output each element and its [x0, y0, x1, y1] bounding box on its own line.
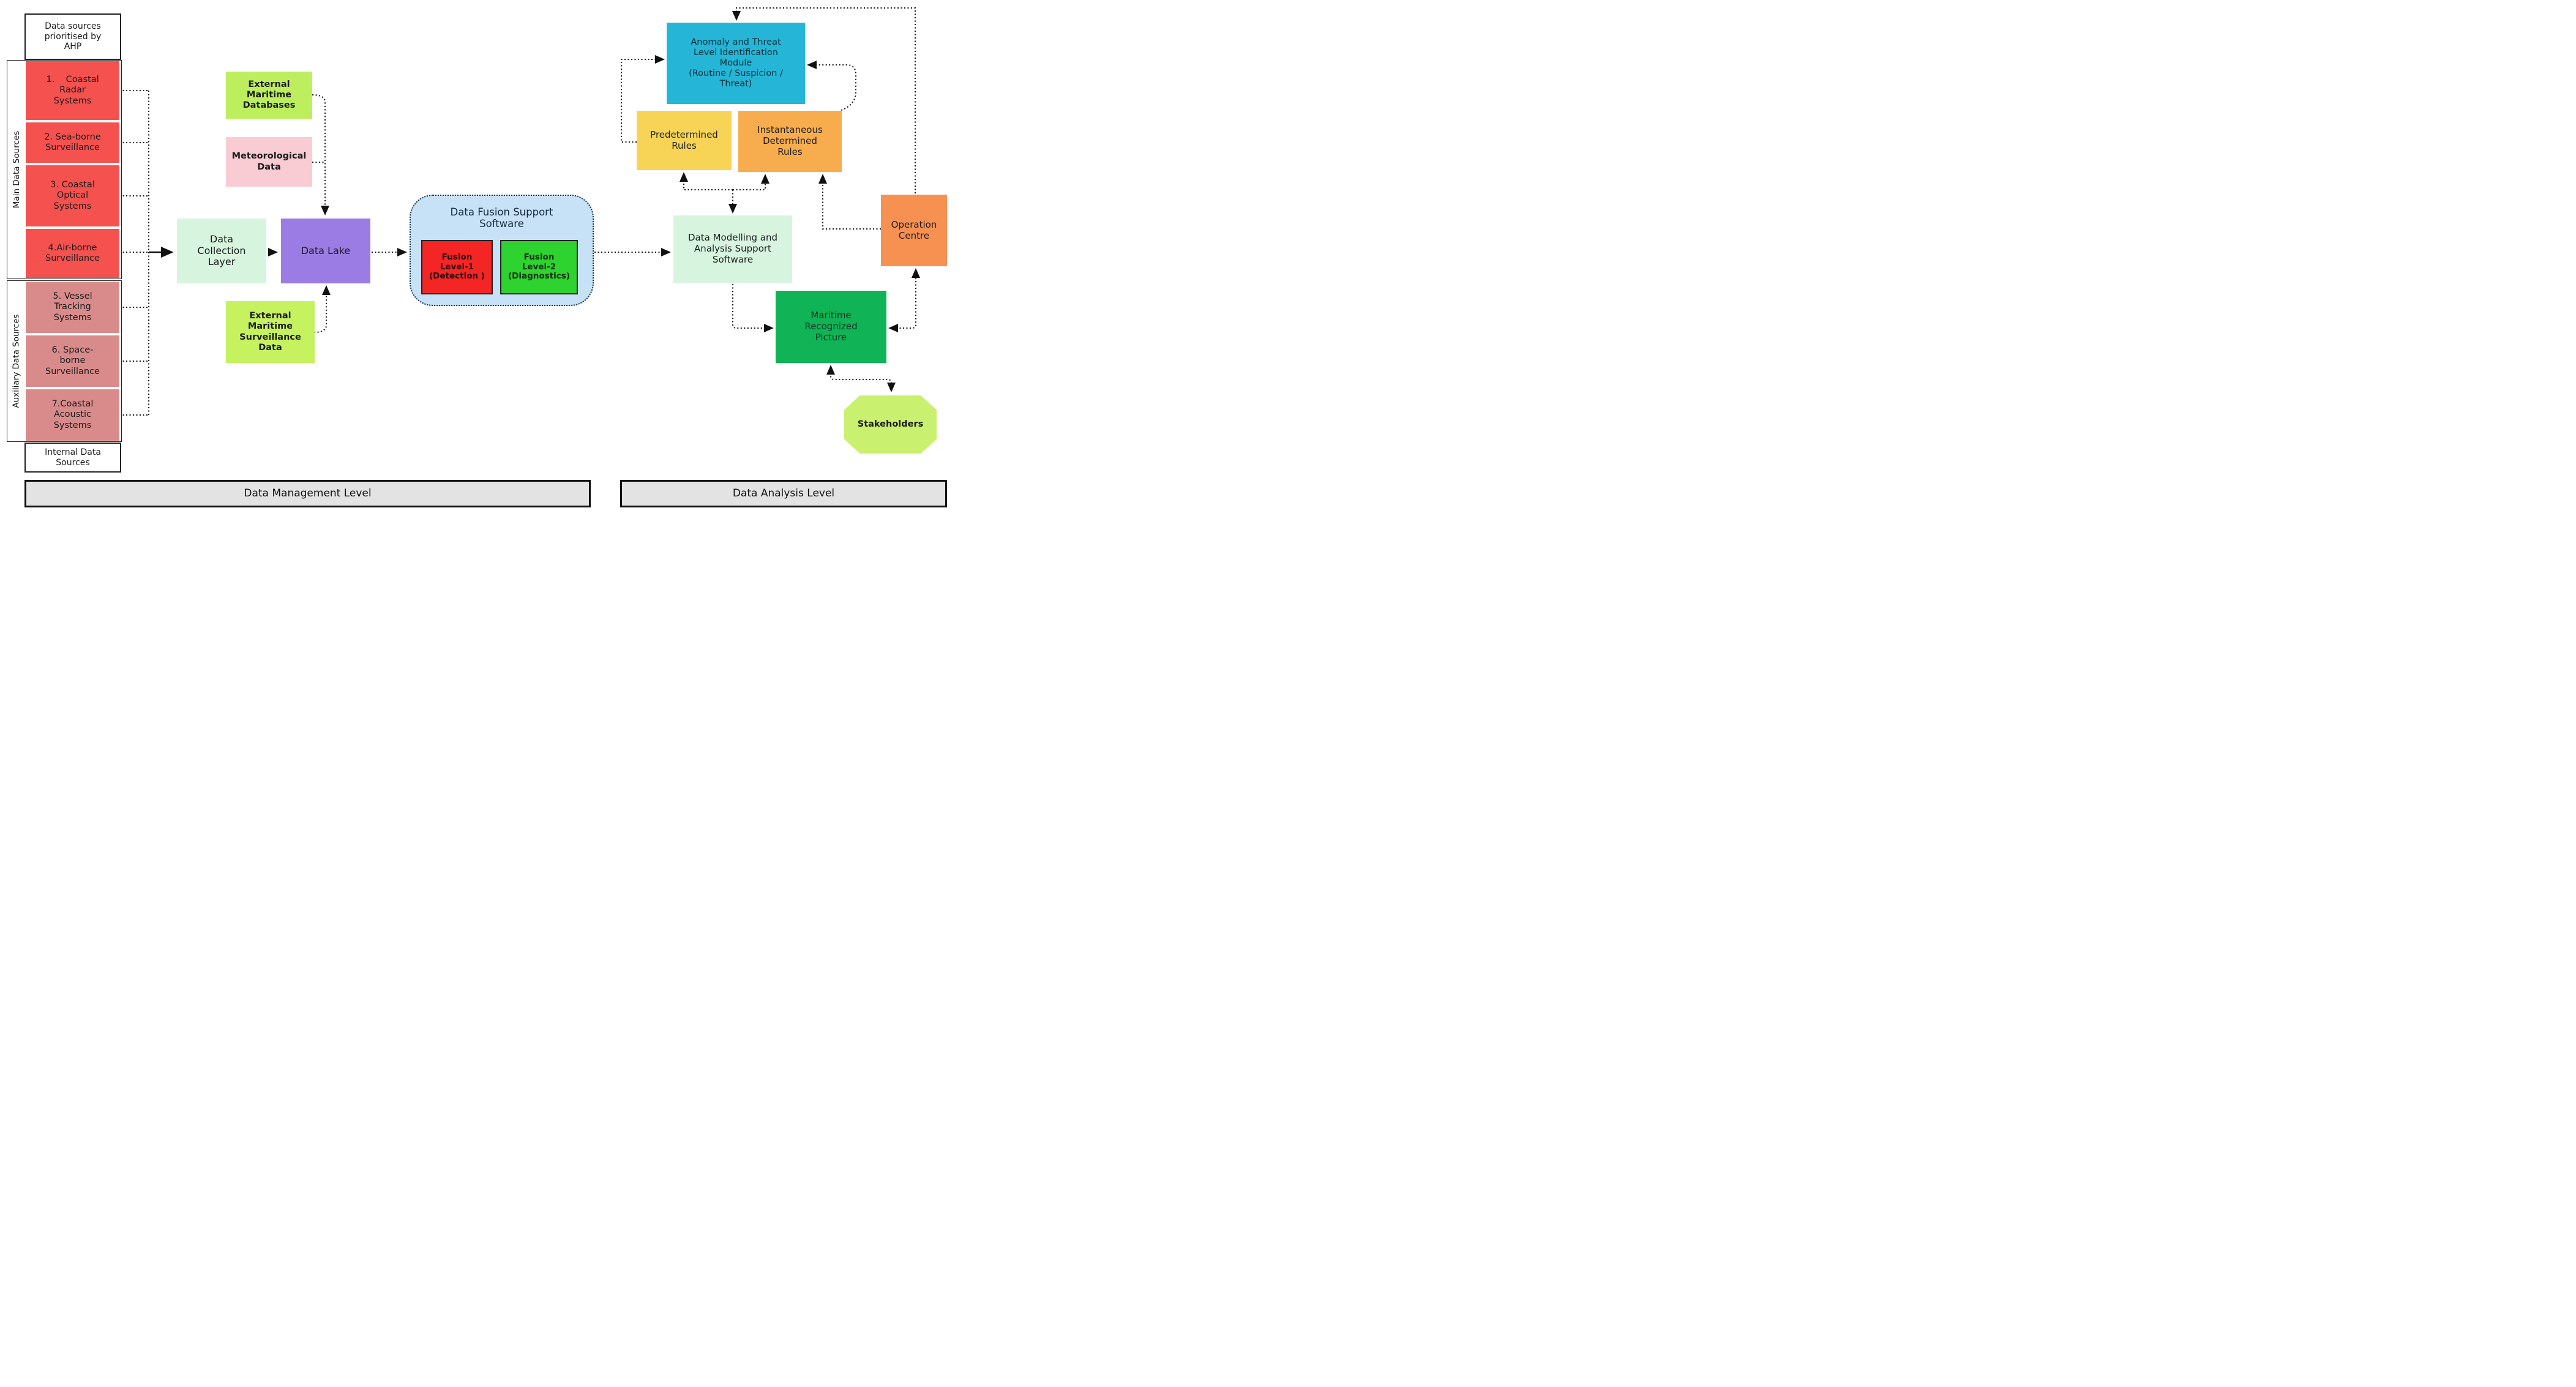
edge-instantaneous-to-anomaly — [807, 61, 856, 111]
instantaneous-determined-rules-node: Instantaneous Determined Rules — [738, 111, 842, 172]
anomaly-threat-identification-node: Anomaly and Threat Level Identification … — [667, 23, 805, 104]
source-sea-borne-surveillance: 2. Sea-borne Surveillance — [26, 122, 119, 163]
auxiliary-data-sources-label: Auxiliary Data Sources — [12, 314, 21, 408]
data-fusion-support-software-title: Data Fusion Support Software — [450, 206, 553, 230]
meteorological-data-node: Meteorological Data — [226, 137, 312, 187]
operation-centre-node: Operation Centre — [881, 195, 947, 266]
edge-mrp-operationcentre-twoway — [888, 268, 920, 332]
maritime-recognized-picture-node: Maritime Recognized Picture — [776, 291, 886, 363]
edge-operationcentre-to-instantaneous — [818, 174, 881, 230]
source-coastal-acoustic: 7.Coastal Acoustic Systems — [26, 389, 119, 441]
data-analysis-level-bar: Data Analysis Level — [620, 480, 947, 507]
data-lake-node: Data Lake — [281, 219, 370, 283]
fusion-level2-diagnostics-node: Fusion Level-2 (Diagnostics) — [500, 240, 578, 294]
edge-datamodelling-to-mrp — [732, 284, 774, 332]
diagram-canvas: Main Data Sources Auxiliary Data Sources… — [0, 0, 960, 517]
data-sources-header: Data sources prioritised by AHP — [24, 13, 121, 60]
source-space-borne-surveillance: 6. Space- borne Surveillance — [26, 335, 119, 387]
data-modelling-analysis-node: Data Modelling and Analysis Support Soft… — [673, 215, 792, 283]
internal-data-sources-footer: Internal Data Sources — [24, 443, 121, 473]
data-management-level-bar: Data Management Level — [24, 480, 591, 507]
edge-junction-to-instantaneous — [733, 174, 769, 190]
fusion-level1-detection-node: Fusion Level-1 (Detection ) — [421, 240, 493, 294]
external-maritime-databases-node: External Maritime Databases — [226, 72, 312, 119]
edge-databases-to-datalake — [312, 94, 329, 215]
data-collection-layer-node: Data Collection Layer — [177, 219, 266, 283]
external-maritime-surveillance-data-node: External Maritime Surveillance Data — [226, 301, 315, 363]
main-data-sources-label: Main Data Sources — [12, 130, 22, 209]
stakeholders-node: Stakeholders — [844, 395, 937, 454]
source-vessel-tracking: 5. Vessel Tracking Systems — [26, 282, 119, 333]
edge-mrp-stakeholders-twoway — [826, 365, 896, 392]
source-air-borne-surveillance: 4.Air-borne Surveillance — [26, 229, 119, 278]
edge-surveillancedata-to-datalake — [313, 285, 331, 333]
source-coastal-optical: 3. Coastal Optical Systems — [26, 165, 119, 226]
source-coastal-radar: 1. Coastal Radar Systems — [26, 61, 119, 120]
predetermined-rules-node: Predetermined Rules — [637, 111, 732, 170]
edge-junction-to-predetermined — [680, 172, 733, 190]
